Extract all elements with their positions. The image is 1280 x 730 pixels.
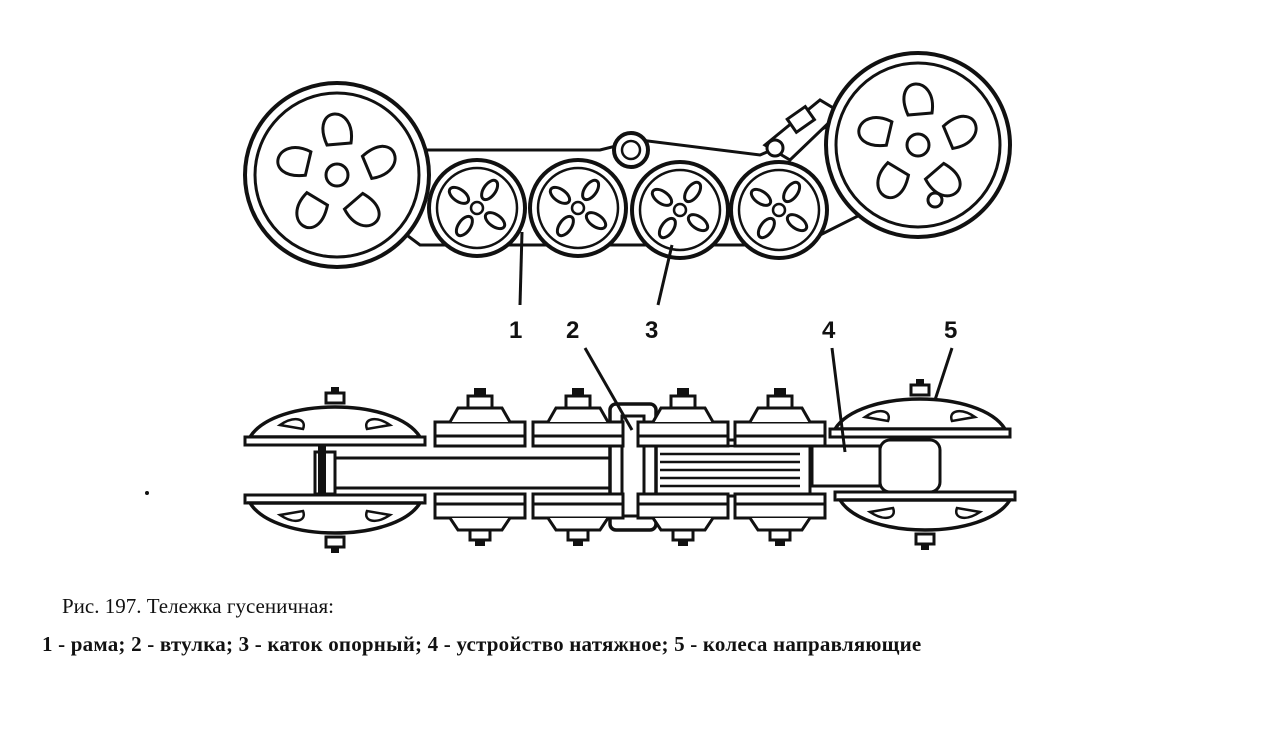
callout-5: 5 (944, 317, 957, 344)
leader-5 (933, 347, 954, 401)
tensioner-linkage (762, 98, 843, 162)
frame-rail (313, 456, 617, 490)
road-wheel-4 (729, 160, 829, 260)
callout-2: 2 (566, 317, 579, 344)
callout-4: 4 (822, 317, 836, 344)
road-wheel-plan-1-top (433, 386, 527, 448)
callout-1: 1 (509, 317, 522, 344)
side-view (243, 51, 1012, 306)
guide-wheel-front (824, 51, 1012, 239)
road-wheel-1 (427, 158, 527, 258)
road-wheel-plan-4-top (733, 386, 827, 448)
figure-caption-title: Рис. 197. Тележка гусеничная: (62, 594, 334, 618)
guide-wheel-plan-front-top (828, 377, 1012, 439)
guide-wheel-plan-rear-bottom (243, 493, 427, 555)
callout-3: 3 (645, 317, 658, 344)
leader-1 (518, 231, 524, 306)
guide-wheel-plan-rear-top (243, 385, 427, 447)
road-wheel-2 (528, 158, 628, 258)
figure-caption-legend: 1 - рама; 2 - втулка; 3 - каток опорный;… (42, 632, 922, 656)
plan-view (243, 347, 1017, 555)
leader-2 (583, 347, 634, 431)
tensioner-rod (810, 444, 882, 488)
guide-wheel-plan-front-bottom (833, 490, 1017, 552)
leader-4 (830, 347, 847, 453)
road-wheel-3 (630, 160, 730, 260)
guide-wheel-rear (243, 81, 431, 269)
tension-spring (648, 438, 812, 498)
leader-3 (656, 244, 674, 306)
road-wheel-plan-1-bottom (433, 492, 527, 548)
road-wheel-plan-4-bottom (733, 492, 827, 548)
